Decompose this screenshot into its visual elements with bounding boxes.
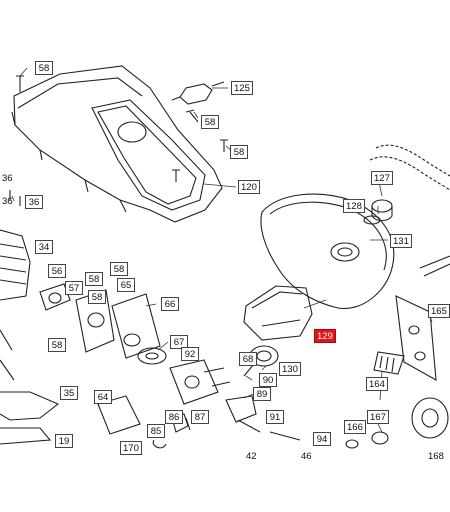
part-label-36[interactable]: 36 (2, 196, 13, 207)
part-label-58[interactable]: 58 (48, 338, 66, 352)
part-label-90[interactable]: 90 (259, 373, 277, 387)
carburettor-drawing (169, 359, 219, 405)
part-label-92[interactable]: 92 (181, 347, 199, 361)
part-label-87[interactable]: 87 (191, 410, 209, 424)
part-label-58[interactable]: 58 (230, 145, 248, 159)
part-label-56[interactable]: 56 (48, 264, 66, 278)
top-cover-drawing (13, 65, 223, 223)
part-label-58[interactable]: 58 (110, 262, 128, 276)
part-label-125[interactable]: 125 (231, 81, 253, 95)
air-filter-drawing (243, 285, 313, 341)
part-label-65[interactable]: 65 (117, 278, 135, 292)
part-label-68[interactable]: 68 (239, 352, 257, 366)
part-label-36[interactable]: 36 (2, 173, 13, 184)
gasket-plate-drawing (97, 395, 141, 435)
spark-plug-drawing (179, 83, 213, 105)
part-label-34[interactable]: 34 (35, 240, 53, 254)
part-label-167[interactable]: 167 (367, 410, 389, 424)
part-label-67[interactable]: 67 (170, 335, 188, 349)
part-label-66[interactable]: 66 (161, 297, 179, 311)
part-label-130[interactable]: 130 (279, 362, 301, 376)
part-label-35[interactable]: 35 (60, 386, 78, 400)
part-label-85[interactable]: 85 (147, 424, 165, 438)
part-label-127[interactable]: 127 (371, 171, 393, 185)
part-label-170[interactable]: 170 (120, 441, 142, 455)
part-label-86[interactable]: 86 (165, 410, 183, 424)
part-label-131[interactable]: 131 (390, 234, 412, 248)
part-label-165[interactable]: 165 (428, 304, 450, 318)
part-label-46[interactable]: 46 (301, 451, 312, 462)
part-label-58[interactable]: 58 (85, 272, 103, 286)
part-label-58[interactable]: 58 (201, 115, 219, 129)
part-label-128[interactable]: 128 (343, 199, 365, 213)
part-label-58[interactable]: 58 (88, 290, 106, 304)
part-label-19[interactable]: 19 (55, 434, 73, 448)
air-filter-cover-drawing (260, 193, 395, 310)
part-label-57[interactable]: 57 (65, 281, 83, 295)
part-label-64[interactable]: 64 (94, 390, 112, 404)
part-label-94[interactable]: 94 (313, 432, 331, 446)
part-label-164[interactable]: 164 (366, 377, 388, 391)
chain-catcher-drawing (395, 295, 437, 381)
sprocket-drawing (411, 397, 449, 439)
part-label-89[interactable]: 89 (253, 387, 271, 401)
part-label-166[interactable]: 166 (344, 420, 366, 434)
part-label-58[interactable]: 58 (35, 61, 53, 75)
cylinder-drawing (0, 229, 31, 301)
guide-bar-chain-drawing (369, 144, 450, 191)
part-label-91[interactable]: 91 (266, 410, 284, 424)
part-label-129-highlighted[interactable]: 129 (314, 329, 336, 343)
part-label-168[interactable]: 168 (428, 451, 444, 462)
part-label-120[interactable]: 120 (238, 180, 260, 194)
part-label-36[interactable]: 36 (25, 195, 43, 209)
part-label-42[interactable]: 42 (246, 451, 257, 462)
